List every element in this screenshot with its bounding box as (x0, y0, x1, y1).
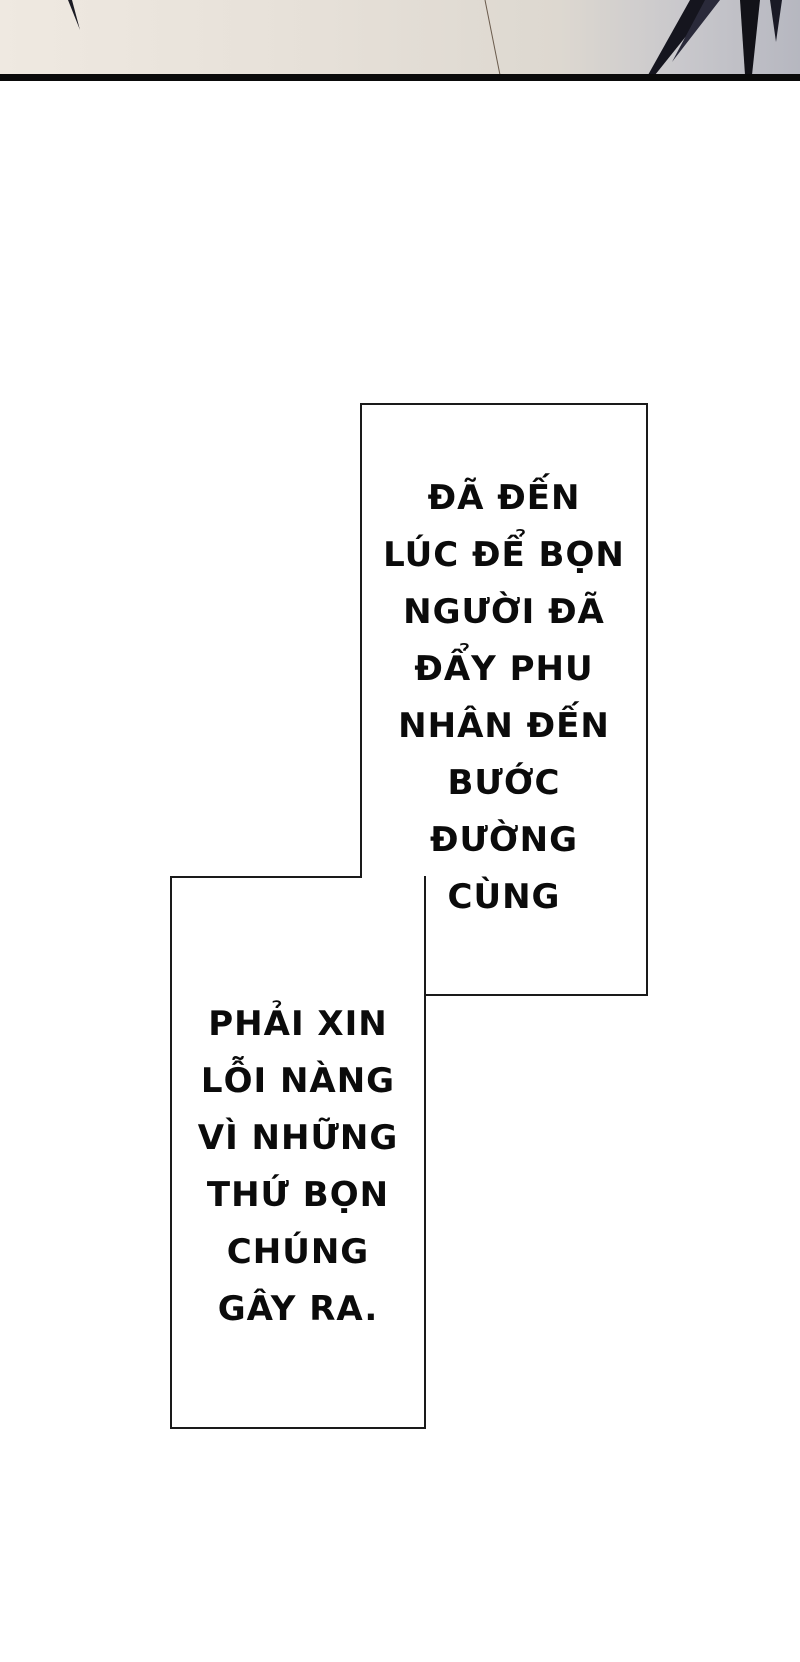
panel-border (0, 74, 800, 81)
box-outline-segment (424, 994, 648, 996)
box-overlap-mask (362, 876, 424, 994)
box-outline-segment (170, 876, 362, 878)
hair-strands-illustration (68, 0, 782, 75)
caption-first: ĐÃ ĐẾN LÚC ĐỂ BỌN NGƯỜI ĐÃ ĐẨY PHU NHÂN … (383, 478, 625, 917)
comic-panel-top (0, 0, 800, 75)
box-outline-segment (424, 994, 426, 1429)
box-outline-segment (360, 403, 362, 878)
caption-second: PHẢI XIN LỖI NÀNG VÌ NHỮNG THỨ BỌN CHÚNG… (197, 1004, 399, 1329)
